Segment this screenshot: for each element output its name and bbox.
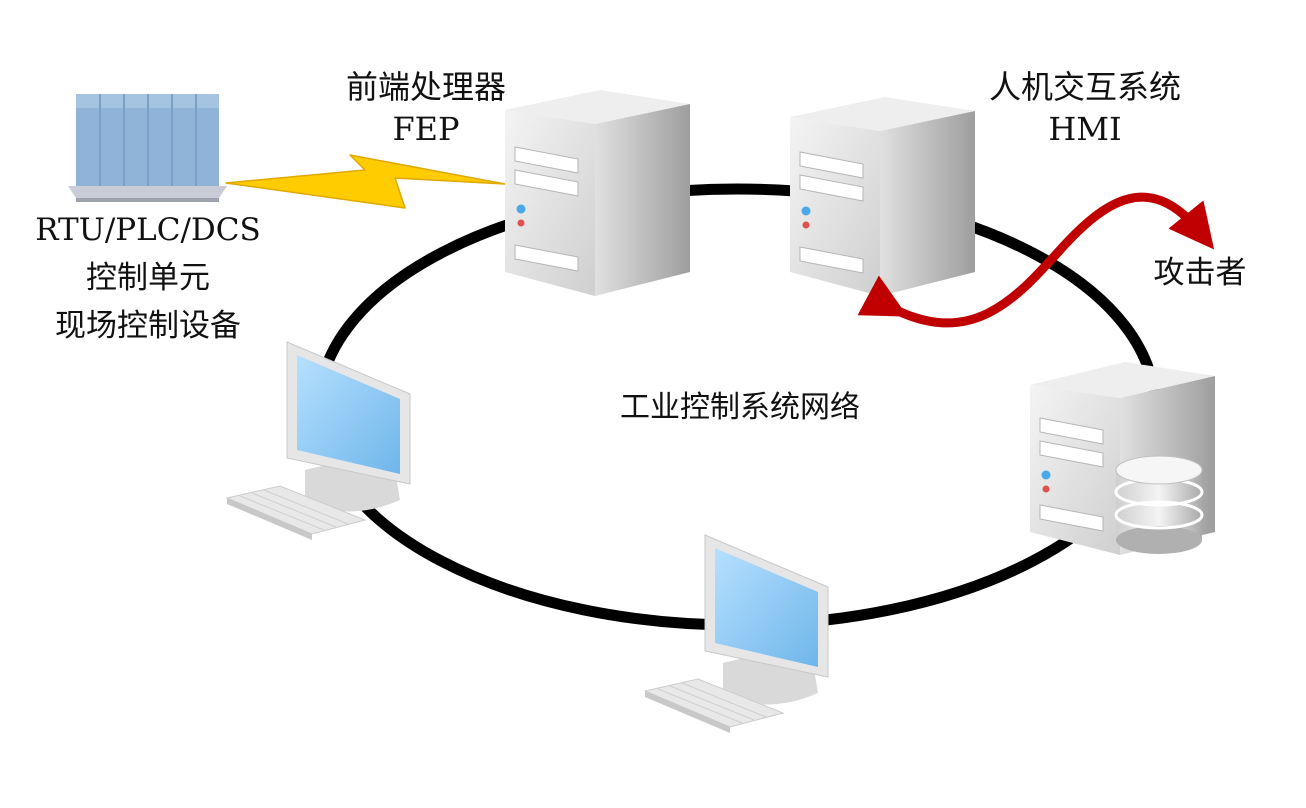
workstation-left-icon	[225, 341, 411, 540]
rtu-label-line1: RTU/PLC/DCS	[35, 212, 261, 248]
hmi-server-icon	[790, 97, 975, 296]
attack-arrow-icon	[857, 192, 1215, 328]
lightning-link-icon	[225, 154, 506, 209]
network-label: 工业控制系统网络	[620, 390, 860, 425]
fep-label-zh: 前端处理器	[345, 68, 506, 106]
fep-server-icon	[505, 90, 690, 296]
rtu-plc-dcs-icon	[68, 94, 227, 202]
attacker-label: 攻击者	[1153, 255, 1247, 291]
database-server-icon	[1030, 362, 1215, 555]
workstation-bottom-icon	[643, 534, 829, 733]
fep-label-en: FEP	[392, 110, 460, 148]
rtu-label-line3: 现场控制设备	[55, 308, 241, 344]
hmi-label-zh: 人机交互系统	[988, 68, 1181, 106]
rtu-label-line2: 控制单元	[86, 260, 210, 296]
hmi-label-en: HMI	[1048, 110, 1122, 148]
